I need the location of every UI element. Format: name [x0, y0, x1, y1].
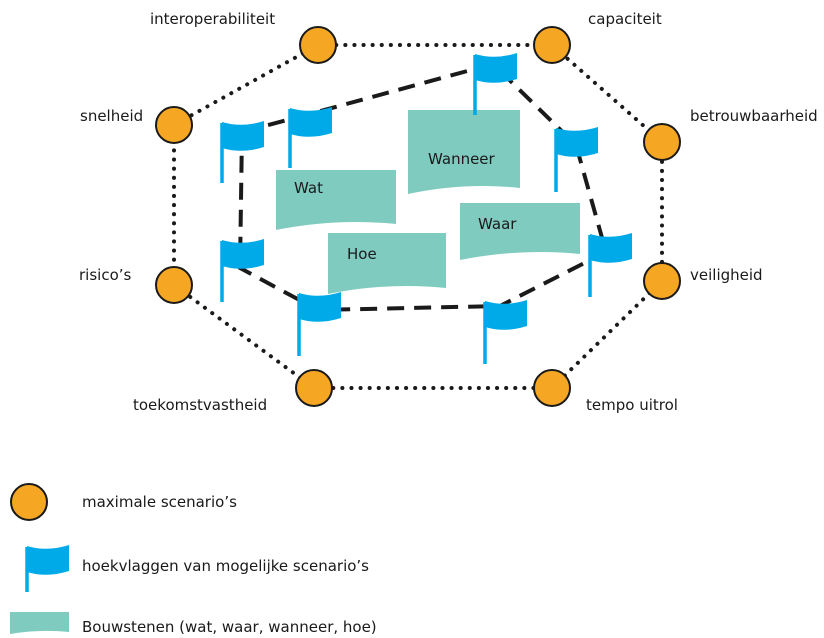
flag-icon — [220, 239, 264, 302]
node-tempo-uitrol — [533, 369, 571, 407]
flag-icon — [483, 300, 527, 364]
label-veiligheid: veiligheid — [690, 266, 763, 284]
block-wat: Wat — [276, 170, 396, 230]
maximal-scenario-outline — [172, 43, 664, 390]
label-toekomstvastheid: toekomstvastheid — [133, 396, 267, 414]
block-hoe-label: Hoe — [347, 245, 377, 263]
label-betrouwbaarheid: betrouwbaarheid — [690, 107, 818, 125]
label-interoperabiliteit: interoperabiliteit — [150, 10, 275, 28]
flag-icon — [288, 107, 332, 168]
node-snelheid — [155, 106, 193, 144]
block-wanneer-label: Wanneer — [428, 150, 496, 168]
label-snelheid: snelheid — [80, 107, 143, 125]
legend-node-icon — [10, 483, 48, 521]
legend: maximale scenario’s hoekvlaggen van moge… — [10, 483, 377, 636]
node-risicos — [155, 266, 193, 304]
legend-max-scenarios: maximale scenario’s — [82, 493, 237, 511]
flag-icon — [297, 292, 341, 356]
flag-icon — [473, 53, 517, 115]
label-tempo-uitrol: tempo uitrol — [586, 396, 678, 414]
legend-block-icon — [10, 612, 69, 634]
flag-icon — [554, 127, 598, 192]
legend-bouwstenen: Bouwstenen (wat, waar, wanneer, hoe) — [82, 618, 377, 636]
node-betrouwbaarheid — [643, 123, 681, 161]
node-capaciteit — [533, 26, 571, 64]
block-waar: Waar — [460, 203, 580, 260]
block-hoe: Hoe — [328, 233, 446, 294]
node-toekomstvastheid — [295, 369, 333, 407]
node-interoperabiliteit — [299, 26, 337, 64]
label-capaciteit: capaciteit — [588, 10, 662, 28]
legend-hoekvlaggen: hoekvlaggen van mogelijke scenario’s — [82, 557, 369, 575]
block-wanneer: Wanneer — [408, 110, 520, 194]
flag-icon — [220, 121, 264, 183]
node-veiligheid — [643, 262, 681, 300]
block-wat-label: Wat — [294, 179, 323, 197]
legend-flag-icon — [25, 545, 69, 592]
label-risicos: risico’s — [79, 266, 132, 284]
flag-icon — [588, 233, 632, 297]
block-waar-label: Waar — [478, 215, 517, 233]
